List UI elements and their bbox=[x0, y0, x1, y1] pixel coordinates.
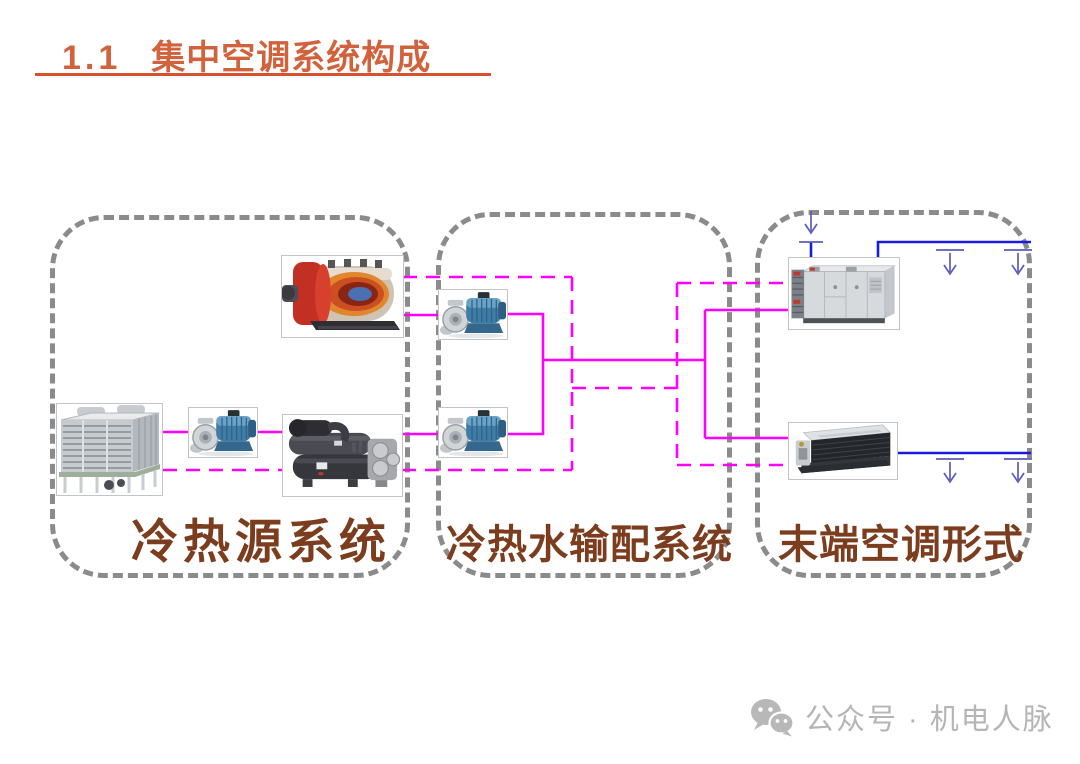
condenser-water-pump-image bbox=[188, 407, 258, 458]
terminal-system-box bbox=[755, 210, 1032, 578]
source-system-box bbox=[50, 215, 410, 578]
fan-coil-unit-image bbox=[788, 422, 898, 480]
watermark-text: 公众号 · 机电人脉 bbox=[805, 704, 1054, 736]
chilled-water-pump-image bbox=[438, 407, 508, 458]
cooling-tower-icon bbox=[59, 405, 160, 493]
chiller-icon bbox=[288, 419, 401, 487]
watermark: 公众号 · 机电人脉 bbox=[750, 696, 1054, 738]
air-arrow-head bbox=[804, 223, 818, 235]
boiler-icon bbox=[282, 259, 400, 330]
title-text: 集中空调系统构成 bbox=[151, 39, 432, 77]
air-arrow-head bbox=[943, 264, 957, 276]
distribution-system-label: 冷热水输配系统 bbox=[446, 523, 733, 567]
boiler-image bbox=[281, 255, 404, 338]
chiller-image bbox=[282, 414, 403, 497]
air-diffusers bbox=[799, 211, 1032, 484]
air-arrow-head bbox=[1011, 472, 1025, 484]
cooling-tower-image bbox=[56, 403, 163, 496]
page-title: 1.1 集中空调系统构成 bbox=[62, 30, 431, 79]
air-handling-unit-image bbox=[788, 257, 900, 330]
supply-pipe bbox=[508, 312, 545, 436]
distribution-system-box bbox=[436, 212, 732, 578]
air-arrow-head bbox=[1011, 264, 1025, 276]
source-system-label: 冷热源系统 bbox=[131, 515, 391, 568]
pump-icon bbox=[439, 410, 507, 457]
supply-air-duct bbox=[876, 240, 1031, 259]
return-water-pipes bbox=[163, 275, 790, 472]
ahu-icon bbox=[791, 265, 896, 324]
title-underline bbox=[35, 73, 491, 76]
terminal-system-label: 末端空调形式 bbox=[778, 523, 1024, 567]
hot-water-pump-image bbox=[438, 289, 508, 340]
air-arrow-head bbox=[943, 472, 957, 484]
wechat-icon bbox=[751, 699, 794, 737]
fan-coil-icon bbox=[795, 424, 892, 474]
title-number: 1.1 bbox=[62, 39, 122, 77]
pump-icon bbox=[189, 410, 257, 457]
air-ducts bbox=[809, 240, 1031, 455]
pump-icon bbox=[439, 292, 507, 339]
